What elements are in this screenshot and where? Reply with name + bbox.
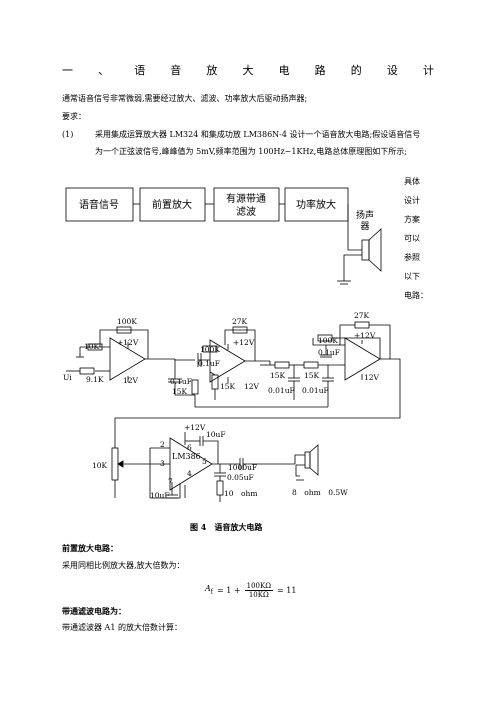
- side-note-line: 以下: [404, 272, 420, 281]
- item1-line1: 采用集成运算放大器 LM324 和集成功放 LM386N-4 设计一个语音放大电…: [95, 130, 421, 139]
- lbl-pin2: 2: [160, 440, 165, 449]
- lbl-ui: Ui: [63, 373, 72, 382]
- item1-number: (1): [62, 130, 74, 139]
- lbl-r9-1k: 9.1K: [86, 375, 104, 384]
- block-label-bandpass-2: 滤波: [236, 205, 256, 218]
- title-char: 大: [242, 64, 254, 77]
- lbl-c1000u: 1000uF: [228, 463, 257, 472]
- side-note-line: 可以: [404, 234, 420, 243]
- title-char: 路: [314, 64, 326, 77]
- lbl-r10ohm: 10 ohm: [224, 489, 258, 498]
- lbl-r15k-c: 15K: [270, 371, 286, 380]
- lbl-r100k-b: 100K: [200, 345, 220, 354]
- block-bandpass: [213, 187, 280, 222]
- lbl-r15k-b: 15K: [220, 382, 236, 391]
- lbl-pot10k: 10K: [92, 461, 108, 470]
- lbl-v12-c-neg: 12V: [364, 373, 380, 382]
- lbl-v12-a: +12V: [117, 338, 139, 347]
- title-char: 电: [278, 64, 290, 77]
- lbl-pin3: 3: [160, 459, 165, 468]
- title-char: 放: [206, 64, 218, 77]
- title-char: 、: [98, 64, 110, 77]
- opamp-1: [109, 337, 146, 381]
- lbl-c10u-b: 10uF: [150, 491, 170, 500]
- lbl-v12-c: +12V: [354, 331, 376, 340]
- lbl-r10k-a: 10K: [84, 342, 100, 351]
- lbl-v12-b-neg: 12V: [244, 382, 260, 391]
- lbl-pin5: 5: [202, 457, 207, 466]
- lbl-c001-a: 0.01uF: [268, 386, 295, 395]
- side-note-line: 方案: [404, 215, 420, 224]
- potentiometer: [111, 447, 119, 481]
- bandpass-heading: 带通滤波电路为：: [62, 606, 126, 616]
- bandpass-text: 带通滤波器 A1 的放大倍数计算：: [62, 623, 182, 632]
- lbl-pin6: 6: [187, 443, 192, 452]
- lbl-chip: LM386: [172, 452, 201, 461]
- gain-formula: Af = 1 + 100KΩ 10KΩ = 11: [205, 576, 296, 604]
- lbl-r100k-a: 100K: [117, 317, 137, 326]
- side-note-line: 参照: [404, 253, 420, 262]
- formula-num: 100KΩ: [244, 581, 274, 591]
- formula-sub: f: [210, 588, 214, 596]
- title-char: 设: [386, 64, 398, 77]
- speaker-label-2: 器: [360, 221, 369, 232]
- opamp-3: [344, 337, 381, 381]
- lbl-v12-b: +12V: [233, 338, 255, 347]
- side-note-line: 设计: [404, 196, 420, 205]
- lbl-c01-b: 0.1uF: [198, 359, 220, 368]
- lbl-v12-a-neg: 12V: [123, 376, 139, 385]
- block-preamp: [139, 187, 206, 222]
- lbl-r15k-d: 15K: [304, 371, 320, 380]
- title-char: 音: [170, 64, 182, 77]
- formula-eq: = 1 +: [217, 585, 241, 595]
- speaker-label-1: 扬声: [356, 209, 374, 221]
- preamp-heading: 前置放大电路：: [62, 543, 118, 553]
- block-label-preamp: 前置放大: [152, 198, 192, 211]
- lbl-c01-c: 0.1uF: [318, 348, 340, 357]
- lbl-r15k-a: 15K: [172, 387, 188, 396]
- formula-den: 10KΩ: [248, 590, 269, 599]
- formula-lhs: A: [205, 584, 211, 594]
- requirements-label: 要求：: [62, 112, 86, 121]
- title-char: 的: [350, 64, 362, 77]
- block-label-power: 功率放大: [296, 198, 336, 211]
- block-label-voice: 语音信号: [79, 198, 119, 211]
- lbl-pin7: 7: [168, 477, 173, 486]
- lbl-c005: 0.05uF: [227, 473, 254, 482]
- section-title: 一 、 语 音 放 大 电 路 的 设 计: [62, 62, 434, 78]
- formula-result: = 11: [277, 585, 297, 595]
- figure-caption: 图 4 语音放大电路: [190, 522, 263, 532]
- lbl-r27k-b: 27K: [354, 311, 370, 320]
- lbl-c01-a: 0.1uF: [170, 377, 192, 386]
- lbl-c001-b: 0.01uF: [302, 386, 329, 395]
- item1-line2: 为一个正弦波信号,峰峰值为 5mV,频率范围为 100Hz~1KHz,电路总体原…: [95, 147, 407, 156]
- lbl-c10u-a: 10uF: [206, 430, 226, 439]
- title-char: 语: [134, 64, 146, 77]
- lm386-chip: [169, 437, 213, 491]
- block-label-bandpass-1: 有源带通: [226, 192, 266, 205]
- title-char: 计: [422, 64, 434, 77]
- block-voice-signal: [65, 187, 134, 222]
- lbl-pin4: 4: [187, 469, 192, 478]
- preamp-text: 采用同相比例放大器,放大倍数为：: [62, 561, 185, 570]
- opamp-2: [209, 339, 246, 383]
- lbl-r27k-a: 27K: [232, 317, 248, 326]
- lbl-v12-d: +12V: [184, 423, 206, 432]
- lbl-r100k-c: 100K: [318, 336, 338, 345]
- title-char: 一: [62, 64, 73, 77]
- lbl-spk: 8 ohm 0.5W: [292, 488, 348, 497]
- side-note-line: 具体: [404, 177, 420, 186]
- side-note-line: 电路：: [404, 291, 428, 300]
- intro-text: 通常语音信号非常微弱,需要经过放大、滤波、功率放大后驱动扬声器;: [62, 94, 308, 103]
